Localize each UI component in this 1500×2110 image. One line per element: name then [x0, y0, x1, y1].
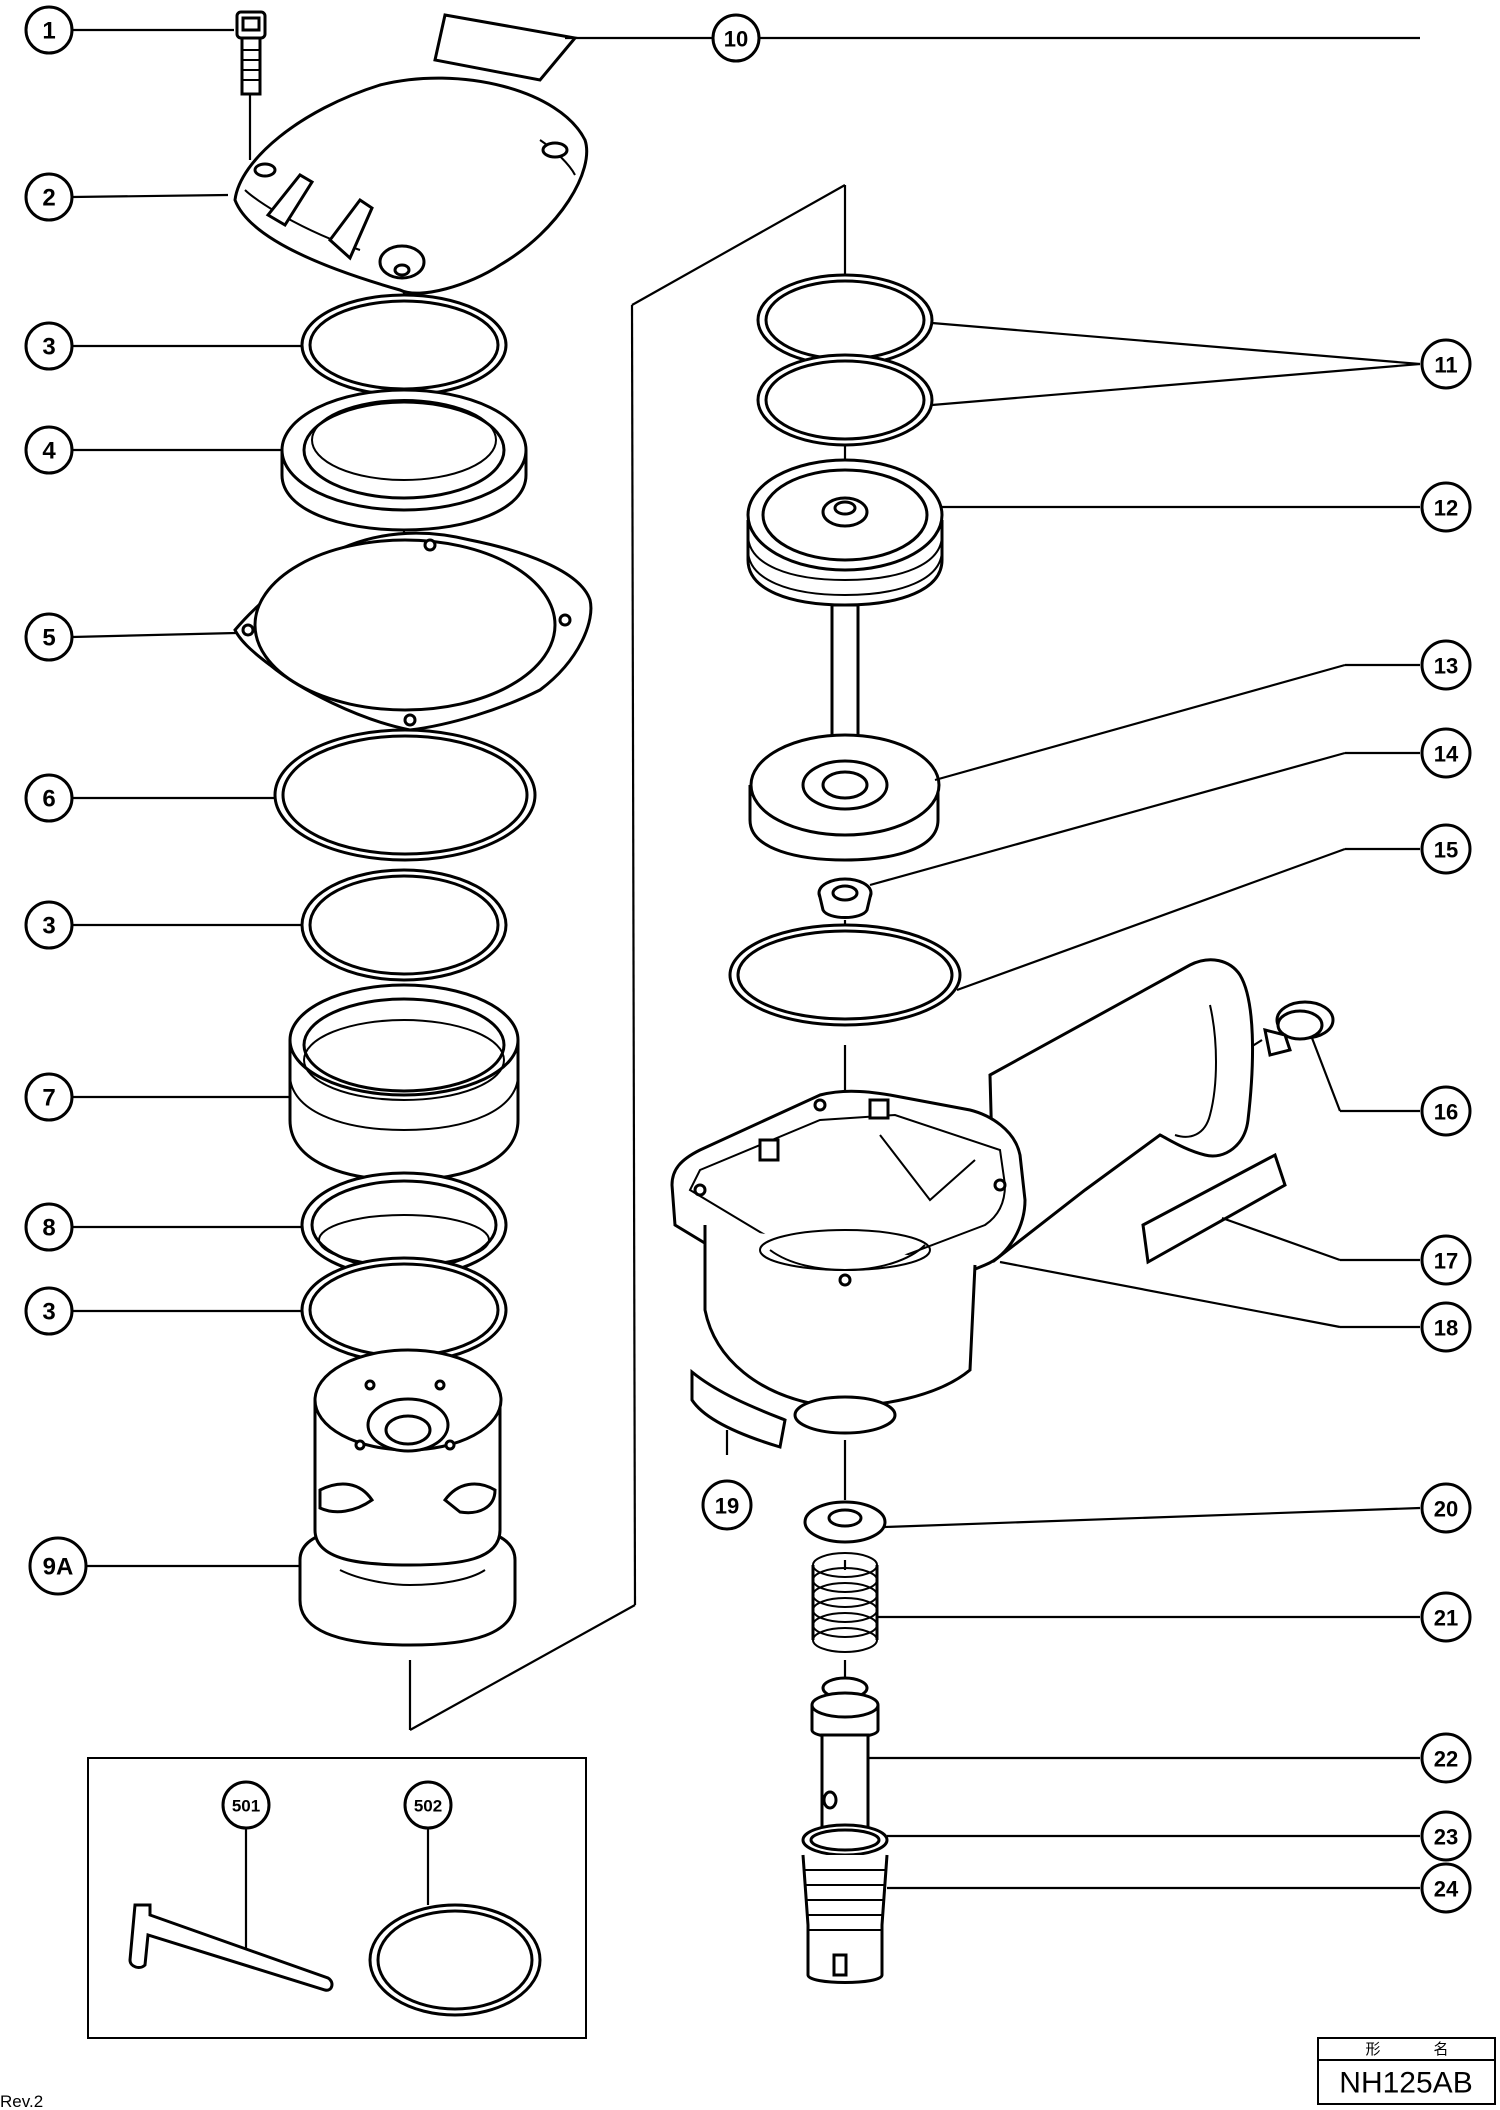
callout-7: 7 — [24, 1072, 74, 1122]
svg-text:17: 17 — [1434, 1249, 1458, 1274]
part-4-seal — [280, 388, 528, 532]
callout-13: 13 — [1420, 639, 1472, 691]
part-16-cap — [1263, 1000, 1335, 1057]
leader-lines — [71, 28, 1421, 1950]
part-11-orings — [756, 273, 934, 447]
part-18-body — [670, 958, 1255, 1435]
svg-text:24: 24 — [1434, 1877, 1459, 1902]
accessory-kit-box — [87, 1757, 587, 2039]
part-20-washer — [803, 1500, 887, 1544]
part-23-oring — [801, 1823, 889, 1857]
svg-text:16: 16 — [1434, 1100, 1458, 1125]
callout-9a: 9A — [28, 1536, 88, 1596]
part-6-large-oring — [273, 728, 537, 862]
svg-text:22: 22 — [1434, 1747, 1458, 1772]
svg-text:18: 18 — [1434, 1316, 1458, 1341]
part-9a-piston — [298, 1348, 517, 1647]
callout-18: 18 — [1420, 1301, 1472, 1353]
callout-501: 501 — [221, 1780, 271, 1830]
callout-2: 2 — [24, 172, 74, 222]
svg-text:21: 21 — [1434, 1606, 1458, 1631]
callout-1: 1 — [24, 5, 74, 55]
svg-text:3: 3 — [42, 1299, 55, 1326]
part-7-cylinder-sleeve — [288, 983, 520, 1182]
callout-6: 6 — [24, 773, 74, 823]
model-name: NH125AB — [1339, 2067, 1472, 2100]
callout-15: 15 — [1420, 823, 1472, 875]
callout-3: 3 — [24, 1286, 74, 1336]
svg-text:4: 4 — [42, 438, 56, 465]
svg-text:8: 8 — [42, 1215, 55, 1242]
svg-text:10: 10 — [724, 27, 748, 52]
revision-label: Rev.2 — [0, 2092, 43, 2110]
callout-4: 4 — [24, 425, 74, 475]
callout-22: 22 — [1420, 1732, 1472, 1784]
svg-text:502: 502 — [414, 1797, 442, 1816]
callout-502: 502 — [403, 1780, 453, 1830]
part-17-label — [1141, 1152, 1287, 1265]
part-10-label — [433, 13, 578, 82]
callout-24: 24 — [1420, 1862, 1472, 1914]
svg-text:1: 1 — [42, 18, 55, 45]
callout-19: 19 — [701, 1479, 753, 1531]
svg-text:9A: 9A — [43, 1554, 74, 1581]
svg-text:6: 6 — [42, 786, 55, 813]
part-2-top-cover — [233, 76, 589, 295]
part-3-oring-c — [300, 1256, 508, 1364]
callout-11: 11 — [1420, 338, 1472, 390]
part-502-oring — [368, 1903, 542, 2017]
part-8-ring — [300, 1171, 508, 1279]
svg-text:2: 2 — [42, 185, 55, 212]
part-24-valve-bushing — [801, 1854, 889, 1984]
part-5-gasket — [233, 531, 593, 732]
svg-text:19: 19 — [715, 1494, 739, 1519]
model-header-char-1: 形 — [1365, 2040, 1380, 2058]
svg-text:5: 5 — [42, 625, 55, 652]
callout-23: 23 — [1420, 1810, 1472, 1862]
callout-12: 12 — [1420, 481, 1472, 533]
svg-text:7: 7 — [42, 1085, 55, 1112]
callout-8: 8 — [24, 1202, 74, 1252]
svg-text:501: 501 — [232, 1797, 260, 1816]
svg-text:20: 20 — [1434, 1497, 1458, 1522]
callout-10: 10 — [711, 13, 761, 63]
callout-14: 14 — [1420, 727, 1472, 779]
model-name-box: 形 名 NH125AB — [1317, 2037, 1496, 2105]
svg-text:15: 15 — [1434, 838, 1458, 863]
part-19-label — [690, 1368, 787, 1449]
part-13-valve-body — [748, 733, 941, 862]
part-3-oring-b — [300, 868, 508, 982]
part-21-spring — [811, 1552, 879, 1653]
part-22-valve-stem — [810, 1676, 880, 1837]
svg-text:12: 12 — [1434, 496, 1458, 521]
model-header-char-2: 名 — [1433, 2040, 1448, 2058]
callout-20: 20 — [1420, 1482, 1472, 1534]
svg-text:14: 14 — [1434, 742, 1459, 767]
svg-text:3: 3 — [42, 913, 55, 940]
svg-text:13: 13 — [1434, 654, 1458, 679]
part-1-bolt — [235, 10, 267, 96]
callout-16: 16 — [1420, 1085, 1472, 1137]
callout-3: 3 — [24, 900, 74, 950]
svg-text:11: 11 — [1434, 353, 1457, 378]
part-12-valve-piston — [746, 458, 944, 757]
callout-5: 5 — [24, 612, 74, 662]
part-14-bushing — [817, 877, 873, 919]
part-15-oring — [728, 923, 962, 1027]
callout-21: 21 — [1420, 1591, 1472, 1643]
callout-17: 17 — [1420, 1234, 1472, 1286]
part-501-hex-key — [128, 1903, 334, 1992]
svg-text:23: 23 — [1434, 1825, 1458, 1850]
svg-text:3: 3 — [42, 334, 55, 361]
part-3-oring-a — [300, 293, 508, 397]
callout-3: 3 — [24, 321, 74, 371]
